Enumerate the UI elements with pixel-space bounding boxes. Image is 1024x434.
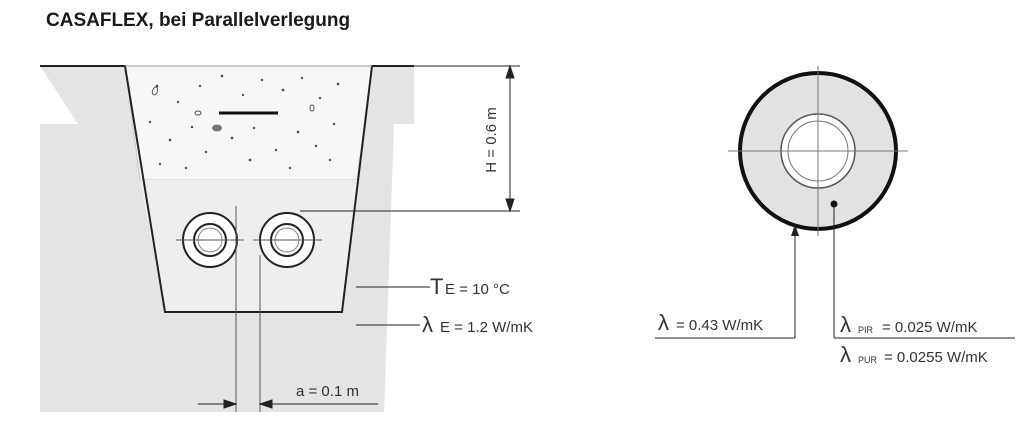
conductivity-symbol: λ (422, 312, 433, 337)
sand-bed (140, 180, 357, 312)
temperature-label: E = 10 °C (445, 281, 510, 298)
spacing-dimension (198, 399, 378, 409)
pir-lambda-sub: PIR (858, 325, 874, 335)
trench-outline (40, 65, 414, 313)
temperature-symbol: T (430, 274, 443, 299)
spacing-label: a = 0.1 m (296, 383, 359, 400)
pur-lambda-value: = 0.0255 W/mK (884, 349, 988, 366)
depth-dimension (300, 64, 520, 213)
outer-lambda-symbol: λ (658, 310, 669, 335)
pur-lambda-sub: PUR (858, 355, 878, 365)
pur-lambda-symbol: λ (840, 342, 851, 367)
depth-label: H = 0.6 m (483, 107, 500, 172)
trench-drawing: H = 0.6 m T E = 10 °C λ E = 1.2 W/mK a =… (40, 64, 533, 412)
outer-lambda-label: = 0.43 W/mK (676, 317, 763, 334)
surrounding-soil (40, 66, 414, 412)
backfill-layer (124, 65, 373, 181)
diagram-title: CASAFLEX, bei Parallelverlegung (46, 10, 351, 31)
pipe-centerlines (176, 206, 322, 412)
pir-lambda-value: = 0.025 W/mK (882, 319, 977, 336)
conductivity-label: E = 1.2 W/mK (440, 319, 533, 336)
gravel-dots (148, 74, 340, 170)
pir-lambda-symbol: λ (840, 312, 851, 337)
pipe-cross-section (655, 66, 1015, 339)
